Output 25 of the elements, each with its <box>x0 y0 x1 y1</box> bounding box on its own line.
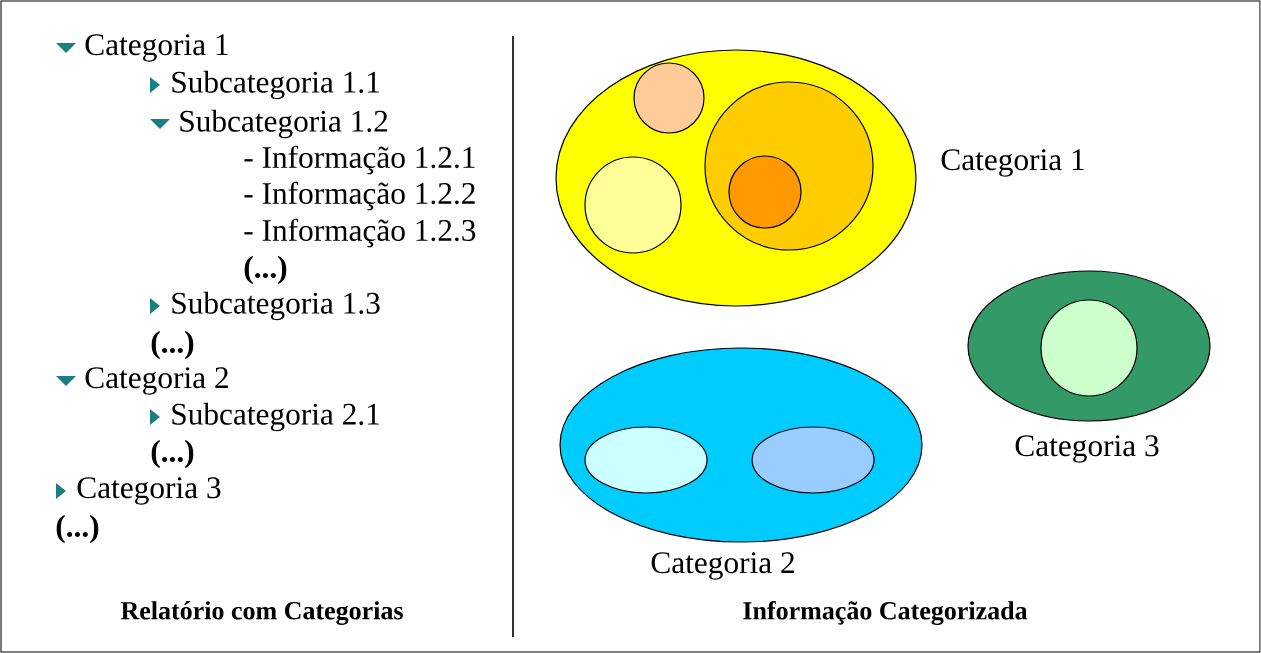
circle <box>1040 299 1138 397</box>
category-label: Categoria 1 <box>941 149 1084 177</box>
tree-item: Categoria 1 <box>85 34 228 62</box>
panel-title: Relatório com Categorias <box>120 601 403 625</box>
panel-title: Informação Categorizada <box>743 601 1028 625</box>
circle <box>633 62 705 134</box>
category-label: Categoria 2 <box>651 552 794 580</box>
tree-item: Subcategoria 1.3 <box>172 291 380 321</box>
tree-item: Subcategoria 1.1 <box>172 70 379 100</box>
tree-item: - Informação 1.2.1 <box>244 145 475 175</box>
ellipsis-text: (...) <box>151 330 194 360</box>
ellipsis-text: (...) <box>151 439 194 469</box>
tree-item: Subcategoria 1.2 <box>180 109 388 139</box>
tree-item: - Informação 1.2.3 <box>244 218 476 248</box>
circle <box>584 156 682 254</box>
tree-item: - Informação 1.2.2 <box>244 181 475 211</box>
ellipsis-text: (...) <box>244 255 287 285</box>
ellipsis-text: (...) <box>56 514 99 544</box>
circle <box>728 155 802 229</box>
ellipse <box>751 426 875 494</box>
ellipse <box>584 426 708 494</box>
category-label: Categoria 3 <box>1015 435 1159 463</box>
tree-item: Subcategoria 2.1 <box>172 402 379 432</box>
tree-item: Categoria 2 <box>85 367 228 395</box>
tree-item: Categoria 3 <box>77 477 221 505</box>
